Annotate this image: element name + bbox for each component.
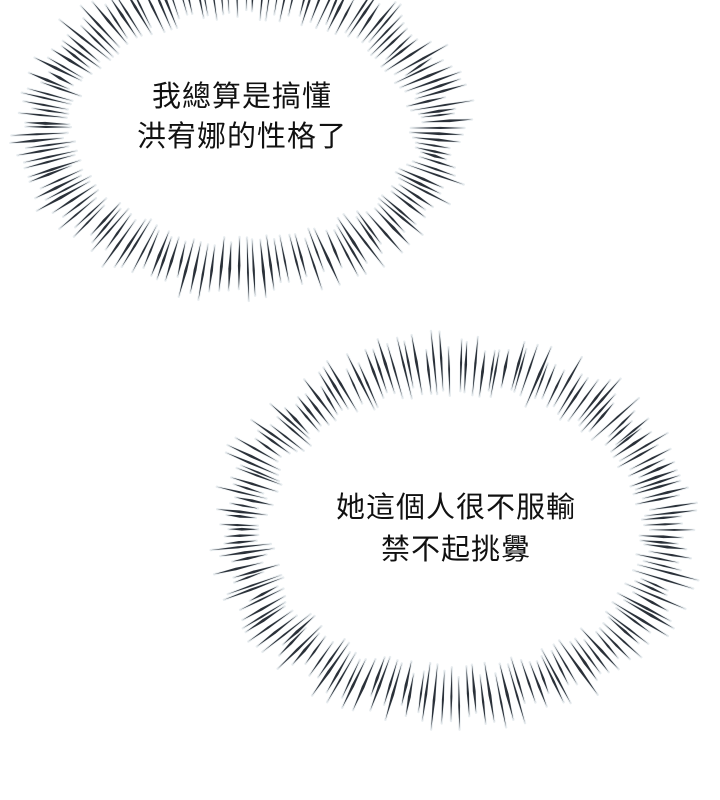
thought-bubble-2-burst-icon [209,329,700,731]
thought-bubble-2-text: 她這個人很不服輸 禁不起挑釁 [306,486,606,570]
bubble-2-line-2: 禁不起挑釁 [380,532,531,566]
thought-bubble-1-burst-icon [9,0,475,303]
thought-bubble-1-text: 我總算是搞懂 洪宥娜的性格了 [102,76,382,156]
bubble-1-line-1: 我總算是搞懂 [151,79,332,113]
bubble-2-line-1: 她這個人很不服輸 [335,490,576,524]
bubble-1-line-2: 洪宥娜的性格了 [136,119,347,153]
